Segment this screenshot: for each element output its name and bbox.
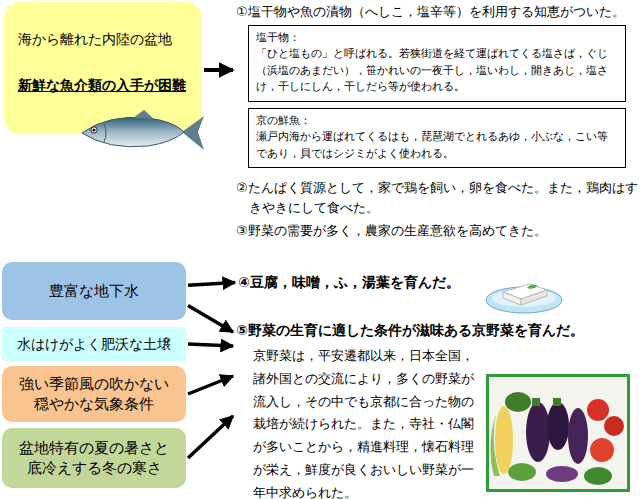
node-body: 京野菜は，平安遷都以来，日本全国，諸外国との交流により，多くの野菜が流入し，その… <box>253 345 475 499</box>
node-heading: 水はけがよく肥沃な土壌 <box>17 335 171 354</box>
arrow-connector <box>188 306 233 333</box>
arrow-connector <box>188 344 233 346</box>
node-body: 新鮮な魚介類の入手が困難 <box>18 76 192 96</box>
result-group: ①塩干物や魚の漬物（へしこ，塩辛等）を利用する知恵がついた。塩干物：「ひと塩もの… <box>236 2 638 174</box>
node-body: 瀬戸内海から運ばれてくるはも，琵琶湖でとれるあゆ，小ぶな，こい等であり，貝ではシ… <box>256 129 618 162</box>
node-heading: 盆地特有の夏の暑さと底冷えする冬の寒さ <box>12 438 176 479</box>
node-body: 「ひと塩もの」と呼ばれる。若狭街道を経て運ばれてくる塩さば，ぐじ（浜塩のあまだい… <box>256 46 618 96</box>
node-heading: 京の鮮魚： <box>256 113 618 130</box>
node-heading: 海から離れた内陸の盆地 <box>18 30 192 50</box>
vegetable-photo <box>486 374 630 492</box>
arrow-connector <box>188 376 233 394</box>
node-heading: 強い季節風の吹かない穏やかな気象条件 <box>12 374 176 415</box>
node-heading: 豊富な地下水 <box>49 281 139 301</box>
result-note: ②たんぱく質源として，家で鶏を飼い，卵を食べた。また，鶏肉はすきやきにして食べた… <box>236 178 638 218</box>
note-box: 京の鮮魚：瀬戸内海から運ばれてくるはも，琵琶湖でとれるあゆ，小ぶな，こい等であり… <box>248 108 626 169</box>
condition-box: 水はけがよく肥沃な土壌 <box>2 327 186 361</box>
condition-box: 強い季節風の吹かない穏やかな気象条件 <box>2 366 186 422</box>
condition-box: 豊富な地下水 <box>2 262 186 320</box>
result-item: ⑤野菜の生育に適した条件が滋味ある京野菜を育んだ。京野菜は，平安遷都以来，日本全… <box>236 320 638 499</box>
arrow-connector <box>188 416 233 458</box>
condition-box: 盆地特有の夏の暑さと底冷えする冬の寒さ <box>2 428 186 488</box>
arrow-connector <box>188 283 235 286</box>
arrow-connector <box>204 68 233 72</box>
note-box: 塩干物：「ひと塩もの」と呼ばれる。若狭街道を経て運ばれてくる塩さば，ぐじ（浜塩の… <box>248 25 626 102</box>
fish-illustration <box>78 108 208 156</box>
node-heading: ①塩干物や魚の漬物（へしこ，塩辛等）を利用する知恵がついた。 <box>236 2 638 22</box>
result-note: ③野菜の需要が多く，農家の生産意欲を高めてきた。 <box>236 221 638 241</box>
tofu-illustration <box>483 268 565 316</box>
node-heading: ⑤野菜の生育に適した条件が滋味ある京野菜を育んだ。 <box>236 320 638 341</box>
node-heading: 塩干物： <box>256 30 618 47</box>
node-heading: ④豆腐，味噌，ふ，湯葉を育んだ。 <box>238 272 478 293</box>
result-item: ④豆腐，味噌，ふ，湯葉を育んだ。 <box>238 272 478 293</box>
premise-box: 海から離れた内陸の盆地新鮮な魚介類の入手が困難 <box>4 2 202 134</box>
